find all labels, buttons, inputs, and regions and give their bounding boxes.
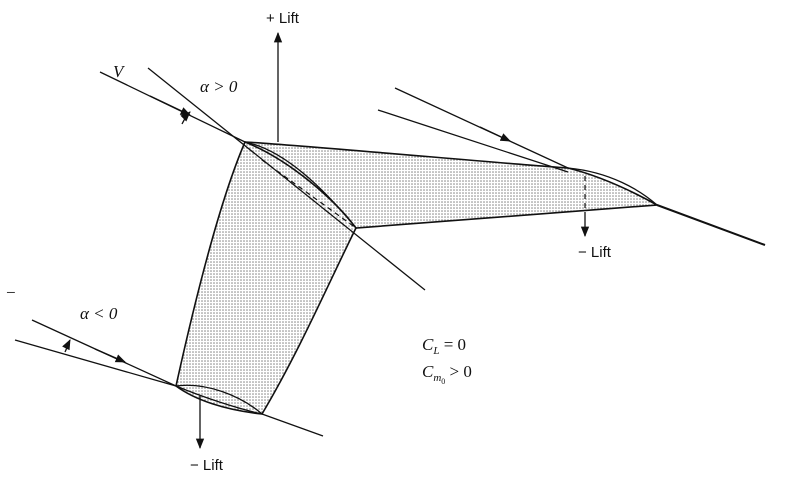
- minus-sign-label: −: [6, 283, 16, 302]
- left-tip-freestream-arrow: [94, 348, 126, 363]
- cm-subsubscript: 0: [441, 377, 445, 386]
- right-tip-freestream-2: [377, 109, 569, 173]
- left-tip-freestream-2: [14, 339, 177, 387]
- cl-symbol: C: [422, 335, 434, 354]
- right-tip-freestream-arrow: [479, 126, 511, 142]
- alpha-neg-arc: [62, 339, 71, 353]
- right-minus-lift-label: − Lift: [578, 244, 612, 261]
- cl-value: = 0: [439, 335, 466, 354]
- left-tip-airfoil: [175, 385, 263, 415]
- right-tip-chord-extension: [656, 204, 766, 246]
- alpha-neg-label: α < 0: [80, 304, 118, 323]
- right-tip-airfoil: [567, 167, 658, 206]
- v-label: V: [113, 62, 126, 81]
- freestream-arrow-root: [149, 95, 191, 116]
- cl-equation: CL = 0: [422, 335, 466, 357]
- root-airfoil: [244, 141, 357, 229]
- cl-subscript: L: [432, 345, 439, 357]
- alpha-pos-label: α > 0: [200, 77, 238, 96]
- cm-value: > 0: [445, 362, 472, 381]
- left-tip-chord-extension: [261, 413, 324, 437]
- cm-symbol: C: [422, 362, 434, 381]
- cm-subscript: m: [433, 372, 441, 384]
- plus-lift-label: + Lift: [266, 10, 300, 27]
- root-chord-extension: [147, 67, 426, 291]
- bottom-minus-lift-label: − Lift: [190, 457, 224, 474]
- alpha-pos-arc: [180, 111, 191, 125]
- cm-equation: Cm0 > 0: [422, 362, 472, 386]
- left-tip-airfoil-upper: [175, 384, 263, 415]
